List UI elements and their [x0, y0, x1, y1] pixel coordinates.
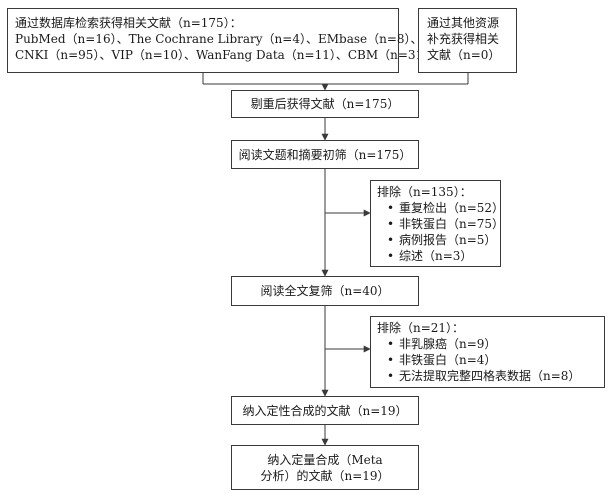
- database-line-3: CNKI（n=95）、VIP（n=10）、WanFang Data（n=11）、…: [15, 48, 436, 62]
- quantitative-box: 纳入定量合成（Meta 分析）的文献（n=19）: [231, 445, 419, 490]
- exclusion-2-heading: 排除（n=21）：: [377, 321, 465, 335]
- qualitative-box: 纳入定性合成的文献（n=19）: [231, 396, 419, 425]
- exclusion-1-heading: 排除（n=135）：: [377, 185, 472, 199]
- other-line-1: 通过其他资源: [427, 16, 500, 30]
- qualitative-label: 纳入定性合成的文献（n=19）: [242, 404, 408, 418]
- exclusion-1-item: 病例报告（n=5）: [377, 232, 496, 248]
- fulltext-screen-box: 阅读全文复筛（n=40）: [231, 276, 419, 306]
- other-sources-box: 通过其他资源 补充获得相关 文献（n=0）: [418, 8, 517, 73]
- quantitative-line-2: 分析）的文献（n=19）: [260, 469, 390, 483]
- database-line-1: 通过数据库检索获得相关文献（n=175）：: [15, 16, 242, 30]
- exclusion-1-item: 综述（n=3）: [377, 248, 494, 264]
- dedup-label: 剔重后获得文献（n=175）: [250, 97, 400, 111]
- title-screen-box: 阅读文题和摘要初筛（n=175）: [231, 140, 419, 169]
- database-line-2: PubMed（n=16）、The Cochrane Library（n=4）、E…: [15, 32, 423, 46]
- other-line-3: 文献（n=0）: [427, 48, 501, 62]
- exclusion-2-item: 非铁蛋白（n=4）: [377, 352, 598, 368]
- database-search-box: 通过数据库检索获得相关文献（n=175）： PubMed（n=16）、The C…: [7, 8, 436, 73]
- quantitative-line-1: 纳入定量合成（Meta: [267, 453, 383, 467]
- exclusion-2-item: 非乳腺癌（n=9）: [377, 336, 598, 352]
- exclusion-2-item: 无法提取完整四格表数据（n=8）: [377, 368, 598, 384]
- dedup-box: 剔重后获得文献（n=175）: [231, 90, 419, 118]
- exclusion-box-2: 排除（n=21）： 非乳腺癌（n=9） 非铁蛋白（n=4） 无法提取完整四格表数…: [370, 316, 605, 388]
- other-line-2: 补充获得相关: [427, 32, 500, 46]
- exclusion-box-1: 排除（n=135）： 重复检出（n=52） 非铁蛋白（n=75） 病例报告（n=…: [370, 180, 504, 267]
- fulltext-screen-label: 阅读全文复筛（n=40）: [260, 284, 390, 298]
- exclusion-1-item: 非铁蛋白（n=75）: [377, 216, 504, 232]
- exclusion-1-item: 重复检出（n=52）: [377, 200, 504, 216]
- title-screen-label: 阅读文题和摘要初筛（n=175）: [238, 148, 412, 162]
